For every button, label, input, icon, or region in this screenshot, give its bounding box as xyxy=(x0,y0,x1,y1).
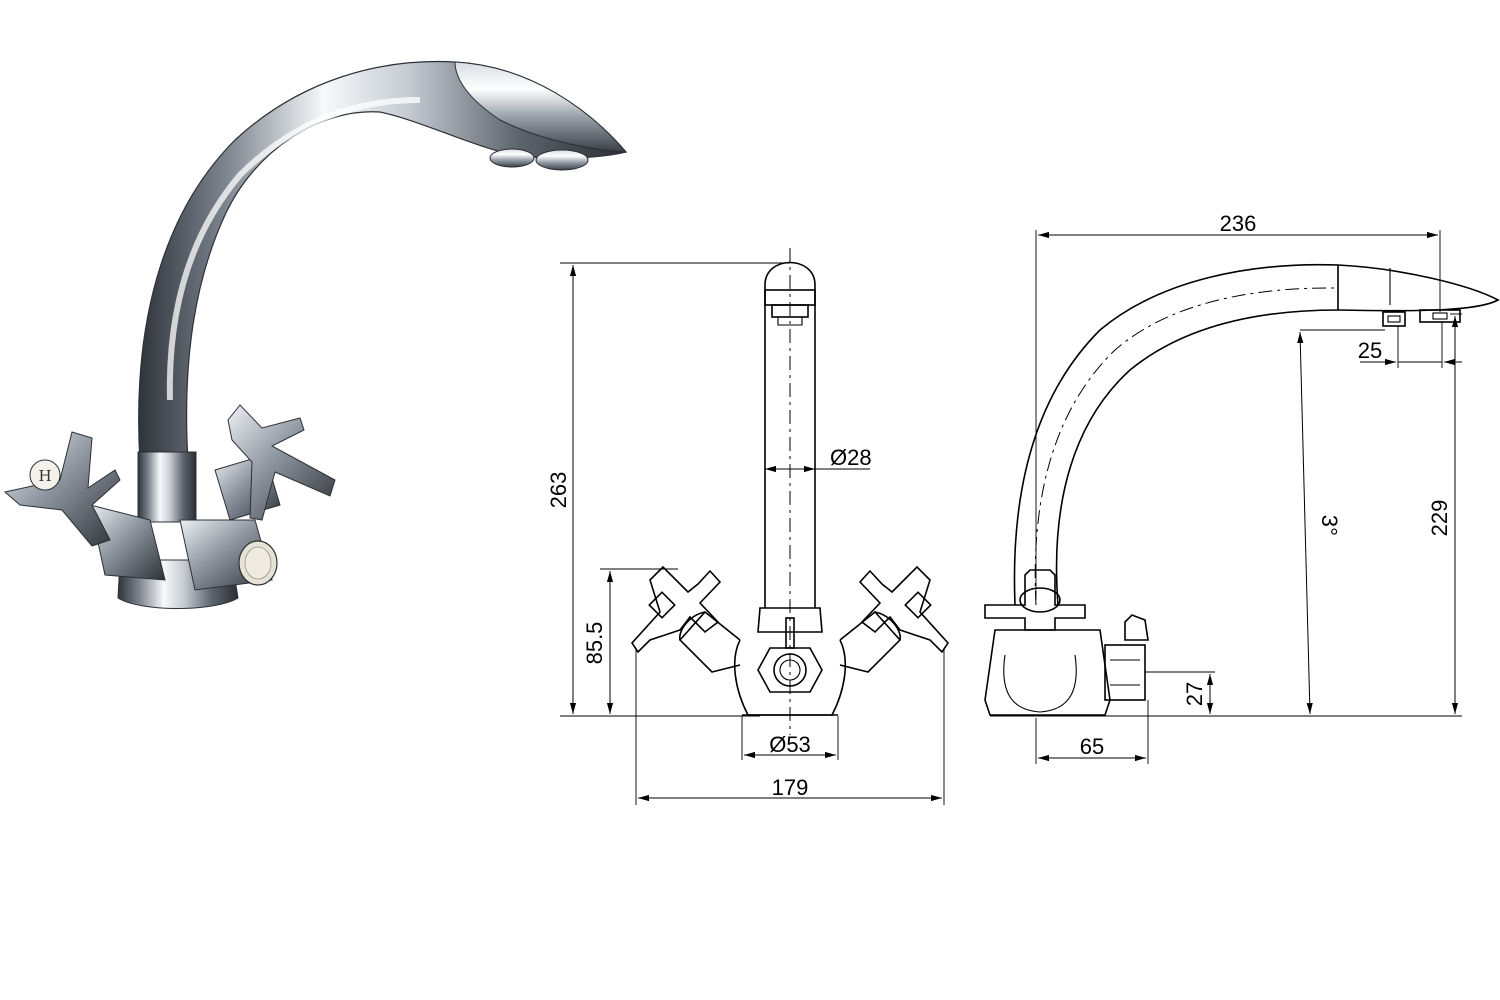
dim-overall-height: 263 xyxy=(546,472,571,509)
dim-outlet-spacing: 25 xyxy=(1358,338,1382,363)
dim-reach: 236 xyxy=(1220,211,1257,236)
front-view: 263 85.5 Ø28 Ø53 179 xyxy=(546,248,950,805)
svg-text:H: H xyxy=(38,467,51,485)
dim-spout-angle: 3° xyxy=(1317,514,1343,536)
dim-base-depth: 65 xyxy=(1080,734,1104,759)
dim-overall-width: 179 xyxy=(772,775,809,800)
dim-body-height: 85.5 xyxy=(582,622,607,665)
dim-clearance-height: 229 xyxy=(1427,500,1452,537)
product-photo: H xyxy=(3,60,628,609)
dim-inlet-height: 27 xyxy=(1182,682,1207,706)
dim-spout-diameter: Ø28 xyxy=(830,445,872,470)
photo-hot-handle: H xyxy=(3,431,121,547)
photo-spout xyxy=(138,60,628,463)
photo-cold-handle xyxy=(227,404,336,521)
side-view: 236 25 3° 229 27 65 xyxy=(984,211,1500,764)
dim-base-diameter: Ø53 xyxy=(769,732,811,757)
